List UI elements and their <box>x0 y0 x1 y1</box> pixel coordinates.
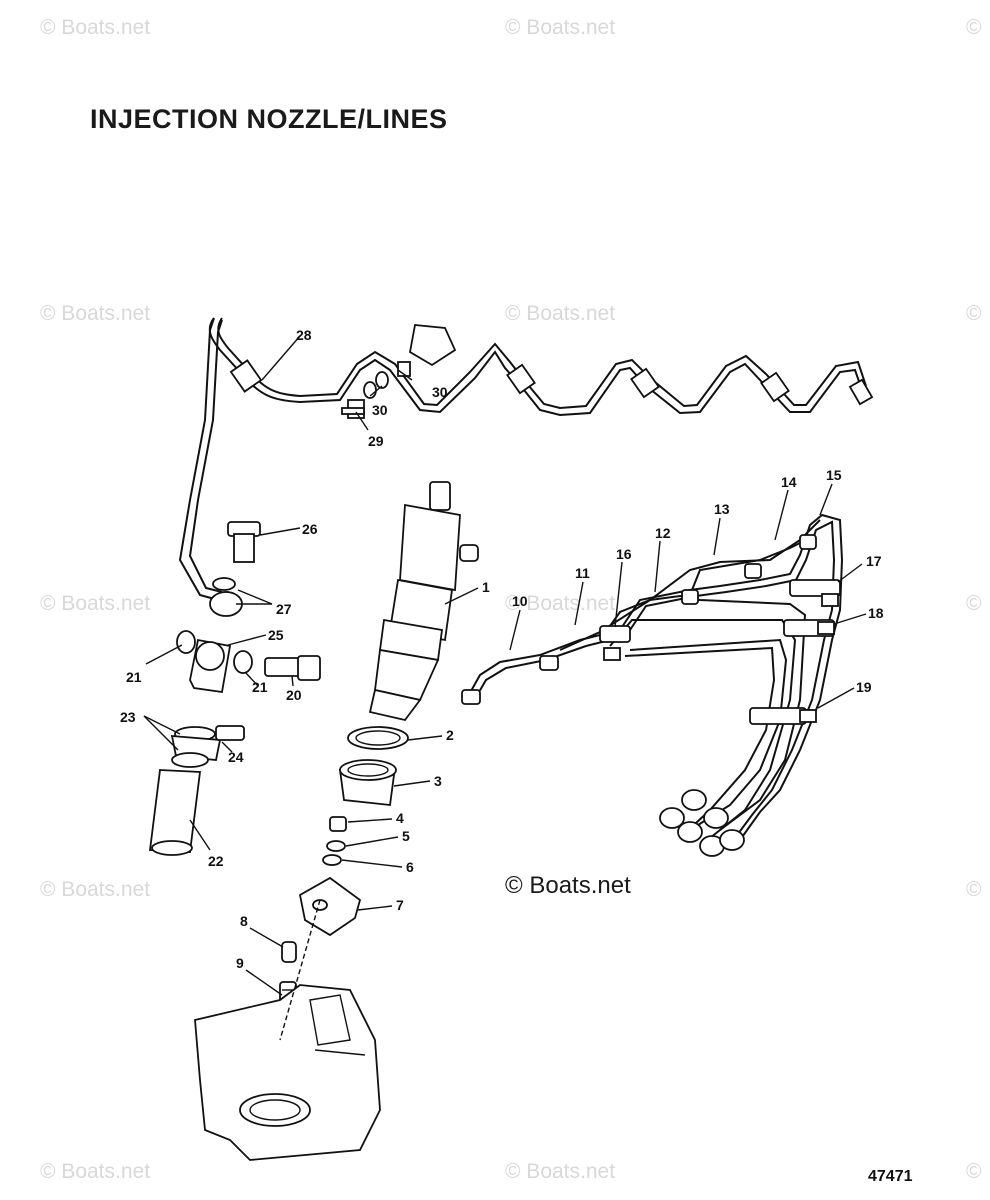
watermark: © Boats.net <box>505 592 616 615</box>
watermark-main: © Boats.net <box>505 872 631 899</box>
watermark: © Boats.net <box>40 878 151 901</box>
callout-29: 29 <box>368 433 384 449</box>
callout-labels: 1 2 3 4 5 6 7 8 9 10 11 12 13 14 15 16 1… <box>120 327 884 971</box>
callout-21b: 21 <box>252 679 268 695</box>
callout-8: 8 <box>240 913 248 929</box>
callout-7: 7 <box>396 897 404 913</box>
figure-number: 47471 <box>868 1168 913 1185</box>
watermark: © <box>966 302 982 325</box>
callout-20: 20 <box>286 687 302 703</box>
watermark: © Boats.net <box>505 302 616 325</box>
callout-6: 6 <box>406 859 414 875</box>
callout-leaders <box>143 335 867 996</box>
callout-23: 23 <box>120 709 136 725</box>
callout-9: 9 <box>236 955 244 971</box>
banjo-fitting-parts <box>148 521 321 856</box>
callout-25: 25 <box>268 627 284 643</box>
watermark: © Boats.net <box>505 16 616 39</box>
watermark: © Boats.net <box>40 302 151 325</box>
callout-10: 10 <box>512 593 528 609</box>
callout-3: 3 <box>434 773 442 789</box>
callout-4: 4 <box>396 810 404 826</box>
callout-16: 16 <box>616 546 632 562</box>
watermark: © <box>966 16 982 39</box>
callout-24: 24 <box>228 749 244 765</box>
callout-12: 12 <box>655 525 671 541</box>
callout-27: 27 <box>276 601 292 617</box>
nut-washers <box>322 816 347 866</box>
callout-18: 18 <box>868 605 884 621</box>
fuel-line-28 <box>178 317 874 601</box>
callout-5: 5 <box>402 828 410 844</box>
injection-nozzle <box>368 481 479 722</box>
callout-14: 14 <box>781 474 797 490</box>
watermark: © Boats.net <box>40 16 151 39</box>
callout-1: 1 <box>482 579 490 595</box>
callout-15: 15 <box>826 467 842 483</box>
nozzle-clamp <box>298 876 362 937</box>
washer-and-sleeve <box>338 726 409 806</box>
cylinder-head <box>194 899 381 1161</box>
callout-26: 26 <box>302 521 318 537</box>
diagram-title: INJECTION NOZZLE/LINES <box>90 104 448 134</box>
watermark: © <box>966 592 982 615</box>
watermark: © Boats.net <box>505 1160 616 1183</box>
callout-19: 19 <box>856 679 872 695</box>
callout-21a: 21 <box>126 669 142 685</box>
callout-13: 13 <box>714 501 730 517</box>
callout-30a: 30 <box>432 384 448 400</box>
callout-22: 22 <box>208 853 224 869</box>
watermark: © <box>966 1160 982 1183</box>
watermark: © Boats.net <box>40 1160 151 1183</box>
fuel-lines-bundle <box>461 513 844 857</box>
callout-30b: 30 <box>372 402 388 418</box>
callout-17: 17 <box>866 553 882 569</box>
watermark: © Boats.net <box>40 592 151 615</box>
callout-28: 28 <box>296 327 312 343</box>
callout-11: 11 <box>575 565 590 581</box>
callout-2: 2 <box>446 727 454 743</box>
watermark: © <box>966 878 982 901</box>
